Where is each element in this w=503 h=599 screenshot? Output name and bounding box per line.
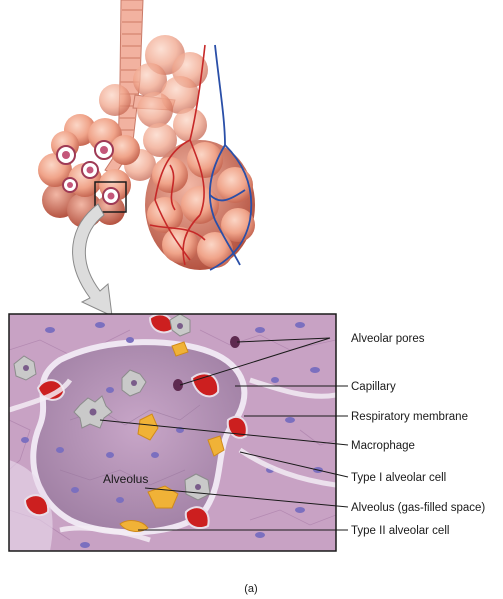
alveolus-inset: Alveolus [8,313,337,552]
lung-illustration [38,0,255,317]
type-ii-alveolar-cell [119,520,149,532]
capillary [226,415,248,439]
type-ii-alveolar-cell [207,435,225,457]
magnification-box [94,181,127,213]
artery-network [149,44,206,266]
figure-caption: (a) [244,583,257,595]
alveolar-pore [173,379,183,391]
label-macrophage: Macrophage [351,440,415,452]
alveolar-sac-capillaries [145,44,255,271]
alveolar-pore [230,336,240,348]
type-ii-alveolar-cell [171,341,189,357]
label-alveolus-gas-filled: Alveolus (gas-filled space) [351,502,485,514]
label-type-i-alveolar-cell: Type I alveolar cell [351,472,446,484]
inset-border [8,313,337,552]
diagram-labels: Alveolar pores Capillary Respiratory mem… [351,333,485,537]
alveolar-sac-rear [99,35,208,181]
label-respiratory-membrane: Respiratory membrane [351,411,468,423]
capillary [184,506,210,530]
vein-network [208,44,253,271]
alveolar-sac-left [38,114,140,228]
label-alveolar-pores: Alveolar pores [351,333,425,345]
type-ii-alveolar-cell [147,485,179,509]
leader-lines [99,337,349,531]
alveolus-inset-label: Alveolus [103,472,148,486]
capillary [23,494,50,517]
label-type-ii-alveolar-cell: Type II alveolar cell [351,525,449,537]
type-ii-alveolar-cell [137,413,159,441]
label-capillary: Capillary [351,381,396,393]
